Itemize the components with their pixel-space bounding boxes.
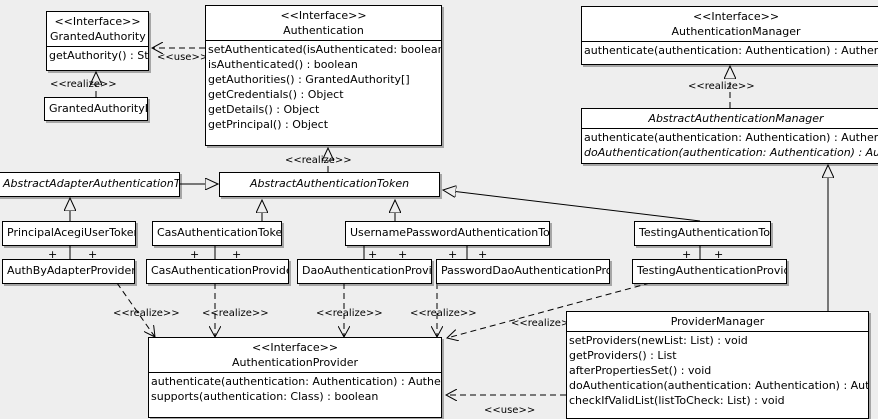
member-isauthenticated: isAuthenticated() : boolean	[208, 58, 358, 71]
class-name: TestingAuthenticationToken	[639, 226, 771, 239]
label-use-authentication-grantedauthority: <<use>>	[157, 52, 209, 63]
class-name: AbstractAdapterAuthenticationToken	[3, 177, 180, 190]
divider	[567, 331, 868, 332]
stereotype-label: <<Interface>>	[251, 341, 339, 354]
class-name: ProviderManager	[670, 315, 765, 328]
member-getcredentials: getCredentials() : Object	[208, 88, 344, 101]
nav-marker-username-3: +	[448, 248, 458, 261]
class-abstract-adapter-authentication-token[interactable]: AbstractAdapterAuthenticationToken	[0, 172, 180, 197]
class-name: CasAuthenticationToken	[157, 226, 282, 239]
class-cas-authentication-token[interactable]: CasAuthenticationToken	[152, 221, 282, 246]
member-authenticate: authenticate(authentication: Authenticat…	[151, 375, 441, 388]
class-dao-authentication-provider[interactable]: DaoAuthenticationProvider	[297, 259, 432, 284]
class-cas-authentication-provider[interactable]: CasAuthenticationProvider	[146, 259, 289, 284]
class-header: ProviderManager	[567, 312, 868, 331]
label-realize-abstractauthenticationmanager: <<realize>>	[688, 81, 755, 92]
member-supports: supports(authentication: Class) : boolea…	[151, 390, 379, 403]
member-getproviders: getProviders() : List	[569, 349, 677, 362]
stereotype-label: <<Interface>>	[692, 10, 780, 23]
class-name: Authentication	[283, 24, 364, 37]
class-principal-acegi-user-token[interactable]: PrincipalAcegiUserToken	[2, 221, 136, 246]
class-name: AbstractAuthenticationToken	[249, 177, 410, 190]
member-list: authenticate(authentication: Authenticat…	[149, 373, 441, 404]
class-password-dao-authentication-provider[interactable]: PasswordDaoAuthenticationProvider	[436, 259, 610, 284]
class-header: <<Interface>> AuthenticationManager	[582, 7, 878, 41]
class-header: AbstractAuthenticationManager	[582, 109, 878, 128]
class-name: AuthByAdapterProvider	[7, 264, 135, 277]
member-list: setProviders(newList: List) : void getPr…	[567, 332, 868, 408]
label-realize-authbyadapter: <<realize>>	[113, 308, 180, 319]
label-use-providermanager: <<use>>	[484, 405, 536, 416]
class-authentication-manager[interactable]: <<Interface>> AuthenticationManager auth…	[581, 6, 878, 65]
class-abstract-authentication-token[interactable]: AbstractAuthenticationToken	[219, 172, 440, 197]
member-checkifvalidlist: checkIfValidList(listToCheck: List) : vo…	[569, 394, 785, 407]
nav-marker-testing-left: +	[682, 248, 692, 261]
divider	[47, 46, 148, 47]
member-authenticate: authenticate(authentication: Authenticat…	[584, 131, 878, 144]
member-getauthorities: getAuthorities() : GrantedAuthority[]	[208, 73, 410, 86]
class-provider-manager[interactable]: ProviderManager setProviders(newList: Li…	[566, 311, 869, 419]
nav-marker-testing-right: +	[714, 248, 724, 261]
class-testing-authentication-provider[interactable]: TestingAuthenticationProvider	[632, 259, 787, 284]
class-authentication-provider[interactable]: <<Interface>> AuthenticationProvider aut…	[148, 337, 442, 418]
class-name: GrantedAuthorityImpl	[49, 102, 148, 115]
member-list: authenticate(authentication: Authenticat…	[582, 129, 878, 160]
class-username-password-authentication-token[interactable]: UsernamePasswordAuthenticationToken	[345, 221, 550, 246]
class-granted-authority-impl[interactable]: GrantedAuthorityImpl	[44, 97, 148, 121]
divider	[149, 372, 441, 373]
member-getauthority: getAuthority() : String	[49, 49, 149, 62]
class-header: <<Interface>> Authentication	[206, 6, 441, 40]
nav-marker-username-2: +	[398, 248, 408, 261]
member-doauthentication: doAuthentication(authentication: Authent…	[569, 379, 869, 392]
class-name: GrantedAuthority	[50, 30, 146, 43]
class-name: PasswordDaoAuthenticationProvider	[441, 264, 609, 277]
member-list: getAuthority() : String	[47, 47, 148, 63]
class-name: UsernamePasswordAuthenticationToken	[350, 226, 550, 239]
class-name: TestingAuthenticationProvider	[637, 264, 787, 277]
divider	[206, 40, 441, 41]
member-doauthentication: doAuthentication(authentication: Authent…	[584, 146, 878, 159]
class-name: CasAuthenticationProvider	[151, 264, 289, 277]
class-testing-authentication-token[interactable]: TestingAuthenticationToken	[634, 221, 771, 246]
stereotype-label: <<Interface>>	[54, 15, 141, 28]
divider	[582, 41, 878, 42]
member-getdetails: getDetails() : Object	[208, 103, 320, 116]
member-setproviders: setProviders(newList: List) : void	[569, 334, 748, 347]
label-realize-dao: <<realize>>	[316, 308, 383, 319]
class-abstract-authentication-manager[interactable]: AbstractAuthenticationManager authentica…	[581, 108, 878, 164]
class-header: <<Interface>> GrantedAuthority	[47, 12, 148, 46]
label-realize-cas: <<realize>>	[202, 308, 269, 319]
nav-marker-cas-right: +	[232, 248, 242, 261]
class-header: <<Interface>> AuthenticationProvider	[149, 338, 441, 372]
member-authenticate: authenticate(authentication: Authenticat…	[584, 44, 878, 57]
class-granted-authority[interactable]: <<Interface>> GrantedAuthority getAuthor…	[46, 11, 149, 71]
divider	[582, 128, 878, 129]
class-name: PrincipalAcegiUserToken	[7, 226, 136, 239]
nav-marker-username-1: +	[368, 248, 378, 261]
class-authentication[interactable]: <<Interface>> Authentication setAuthenti…	[205, 5, 442, 146]
class-name: AuthenticationManager	[671, 25, 801, 38]
nav-marker-username-4: +	[478, 248, 488, 261]
label-realize-passworddao: <<realize>>	[410, 308, 477, 319]
stereotype-label: <<Interface>>	[280, 9, 367, 22]
member-setauthenticated: setAuthenticated(isAuthenticated: boolea…	[208, 43, 441, 56]
nav-marker-principalacegi-right: +	[88, 248, 98, 261]
label-realize-grantedauthorityimpl: <<realize>>	[50, 79, 117, 90]
nav-marker-cas-left: +	[190, 248, 200, 261]
member-getprincipal: getPrincipal() : Object	[208, 118, 329, 131]
label-realize-abstractauthenticationtoken: <<realize>>	[285, 155, 352, 166]
generalize-testingauthenticationtoken	[443, 190, 701, 222]
label-realize-testing: <<realize>>	[511, 318, 578, 329]
class-name: DaoAuthenticationProvider	[302, 264, 432, 277]
member-list: setAuthenticated(isAuthenticated: boolea…	[206, 41, 441, 132]
class-auth-by-adapter-provider[interactable]: AuthByAdapterProvider	[2, 259, 135, 284]
member-list: authenticate(authentication: Authenticat…	[582, 42, 878, 58]
class-name: AbstractAuthenticationManager	[648, 112, 824, 125]
nav-marker-principalacegi-left: +	[48, 248, 58, 261]
class-name: AuthenticationProvider	[231, 356, 359, 369]
member-afterpropertiesset: afterPropertiesSet() : void	[569, 364, 712, 377]
